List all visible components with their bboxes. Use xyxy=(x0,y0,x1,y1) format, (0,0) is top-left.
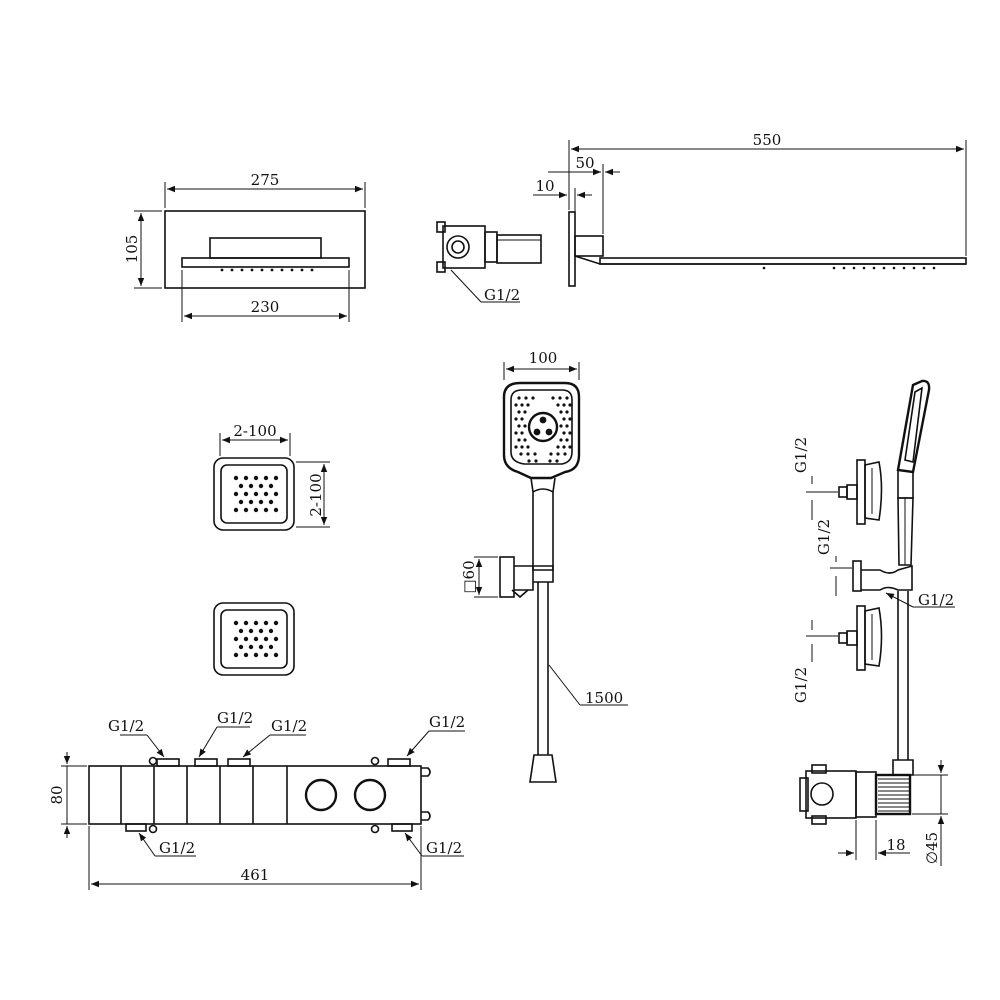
waterfall-shower-view: 275 105 230 xyxy=(123,171,366,322)
side-thread-2-label: G1/2 xyxy=(815,519,833,555)
valve-top-thread-4-label: G1/2 xyxy=(429,713,465,731)
side-thread-1-label: G1/2 xyxy=(792,437,810,473)
thermostatic-valve-view: G1/2 G1/2 G1/2 G1/2 G1/2 G1/2 80 461 xyxy=(48,709,465,890)
box-thread-label: G1/2 xyxy=(484,286,520,304)
valve-length-label: 461 xyxy=(241,866,270,884)
side-thread-4-label: G1/2 xyxy=(792,667,810,703)
hand-shower-view: 100 □60 1500 xyxy=(460,349,628,783)
concealed-box-view: G1/2 xyxy=(436,221,542,304)
handshower-width-label: 100 xyxy=(529,349,558,367)
arm-length-label: 550 xyxy=(753,131,782,149)
side-thread-3-label: G1/2 xyxy=(918,591,954,609)
valve-top-thread-1-label: G1/2 xyxy=(108,717,144,735)
holder-size-label: □60 xyxy=(460,560,478,593)
valve-bottom-thread-2-label: G1/2 xyxy=(426,839,462,857)
bodyjet-width-label: 2-100 xyxy=(233,422,276,440)
waterfall-width-label: 275 xyxy=(251,171,280,189)
bodyjet-height-label: 2-100 xyxy=(307,473,325,516)
valve-bottom-thread-1-label: G1/2 xyxy=(159,839,195,857)
side-view: G1/2 G1/2 G1/2 G1/2 18 ∅45 xyxy=(792,379,955,866)
hose-length-label: 1500 xyxy=(585,689,623,707)
side-depth-label: 18 xyxy=(886,836,905,854)
shower-arm-view: 550 50 10 xyxy=(533,131,967,287)
side-diameter-label: ∅45 xyxy=(923,832,941,864)
valve-top-thread-3-label: G1/2 xyxy=(271,717,307,735)
valve-height-label: 80 xyxy=(48,785,66,804)
waterfall-inner-width-label: 230 xyxy=(251,298,280,316)
arm-offset-label: 50 xyxy=(575,154,594,172)
waterfall-height-label: 105 xyxy=(123,235,141,264)
flange-thickness-label: 10 xyxy=(535,177,554,195)
body-jets-view: 2-100 2-100 xyxy=(213,422,330,676)
valve-top-thread-2-label: G1/2 xyxy=(217,709,253,727)
